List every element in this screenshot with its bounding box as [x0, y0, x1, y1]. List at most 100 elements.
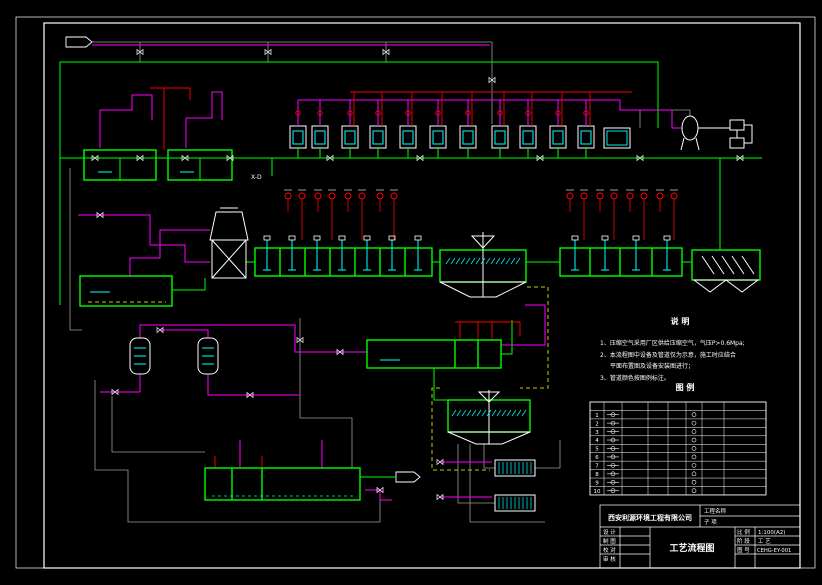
instrument-line [455, 321, 521, 336]
biochemical-tank-train [559, 247, 683, 277]
notes-section: 说 明 1、压缩空气采用厂区供给压缩空气，气压P>0.6Mpa; 2、本流程图中… [600, 316, 745, 382]
legend-symbol-icon [610, 412, 616, 417]
drawing-frame [15, 16, 816, 569]
notes-heading: 说 明 [671, 316, 690, 326]
note-line: 2、本流程图中设备及管道仅为示意，施工时应结合 [600, 351, 736, 359]
subitem-label: 子 项 [704, 519, 717, 526]
dosing-tank [519, 92, 537, 158]
dosing-tank [289, 100, 307, 158]
dosing-valve-icon [583, 110, 589, 116]
dosing-valve-icon [435, 110, 441, 116]
clarifier-drive-icon [470, 235, 496, 249]
dosing-tank [341, 92, 359, 158]
title-block-grid [599, 504, 801, 569]
check-label: 校 对 [603, 546, 616, 554]
dosing-line [78, 214, 210, 263]
valve-icon [136, 48, 144, 56]
settling-zone-hatch [445, 257, 451, 265]
dosing-line [619, 100, 682, 129]
dosing-line [160, 329, 209, 338]
dosing-line [501, 304, 546, 346]
discharge-tank-dividers [231, 468, 263, 500]
drain-line [111, 396, 205, 453]
thickener-hatch [486, 409, 492, 417]
valve-icon [636, 154, 644, 162]
drain-line [69, 168, 82, 331]
dosing-valve-icon [465, 110, 471, 116]
valve-icon [382, 48, 390, 56]
dosing-tank [399, 92, 417, 158]
valve-icon [326, 154, 334, 162]
thickener-hatch [451, 409, 457, 417]
thickener-hatch [501, 409, 507, 417]
legend-symbol-icon [610, 429, 616, 434]
legend-symbol-icon [610, 437, 616, 443]
mechanical-equipment [129, 115, 760, 512]
legend-symbol-icon [691, 454, 697, 460]
drain-line [94, 380, 381, 523]
sand-filter-1 [129, 337, 151, 375]
legend-border [589, 401, 767, 496]
biochemical-tank-dividers [589, 248, 653, 276]
intermediate-tank [79, 275, 173, 307]
flow-arrows [65, 36, 421, 483]
dosing-valve-icon [525, 110, 531, 116]
settling-zone-hatch [510, 257, 516, 265]
regulating-tank-2 [167, 149, 233, 181]
dosing-tank-inner [314, 130, 326, 145]
thickener-hatch [511, 409, 517, 417]
settling-zone-hatch [500, 257, 506, 265]
valve-icon [226, 154, 234, 162]
scale-value: 1:100(A2) [758, 530, 785, 536]
carbon-filter-2 [197, 337, 219, 375]
design-label: 设 计 [603, 528, 616, 536]
valve-icon [181, 154, 189, 162]
legend-symbol-icon [691, 479, 697, 485]
clean-water-tank [366, 339, 502, 369]
dosing-line [185, 91, 223, 148]
legend-row-number: 9 [595, 480, 599, 486]
process-pipes [59, 61, 762, 478]
dosing-tank [459, 92, 477, 158]
treated-water-outlet-arrow [395, 471, 421, 483]
valve-icon [416, 154, 424, 162]
settling-zone-hatch [485, 257, 491, 265]
legend-row-number: 6 [595, 455, 599, 461]
note-line: 平面布置图及设备安装图进行； [610, 362, 694, 370]
dosing-valve-icon [347, 110, 353, 116]
dosing-line [365, 489, 392, 501]
scale-label: 比 例 [737, 528, 750, 536]
backwash-line [299, 318, 353, 468]
thickener-drive-icon [477, 391, 501, 403]
legend-symbol-icon [691, 446, 697, 451]
valve-icon [436, 458, 444, 466]
legend-row-number: 7 [595, 464, 599, 470]
legend-symbol-icon [610, 454, 616, 460]
settling-zone-hatch [450, 257, 456, 265]
valve-icon [536, 154, 544, 162]
legend-symbol-icon [691, 437, 697, 443]
valve-icon [91, 154, 99, 162]
dosing-tank-inner [372, 130, 384, 145]
dosing-tank-inner [522, 130, 534, 145]
note-line: 3、管道颜色按图例标注。 [600, 374, 670, 382]
dosing-valve-icon [555, 110, 561, 116]
dosing-tank-wide-inner [606, 130, 628, 146]
cooling-tower-bracing [211, 207, 247, 279]
dosing-tank-inner [580, 130, 592, 145]
drawing-number-label: 图 号 [737, 546, 750, 554]
dosing-tank-inner [402, 130, 414, 145]
overflow-line [535, 440, 561, 469]
dosing-tank [549, 92, 567, 158]
dosing-valve-icon [375, 110, 381, 116]
settling-zone-hatch [465, 257, 471, 265]
legend-row-number: 3 [595, 430, 599, 436]
dosing-units [289, 92, 595, 158]
valves [91, 48, 744, 501]
tank-internals [212, 235, 671, 509]
note-line: 1、压缩空气采用厂区供给压缩空气，气压P>0.6Mpa; [600, 339, 745, 347]
settling-hopper [724, 279, 760, 293]
legend-symbol-icon [610, 420, 616, 426]
legend-symbol-icon [610, 446, 616, 451]
